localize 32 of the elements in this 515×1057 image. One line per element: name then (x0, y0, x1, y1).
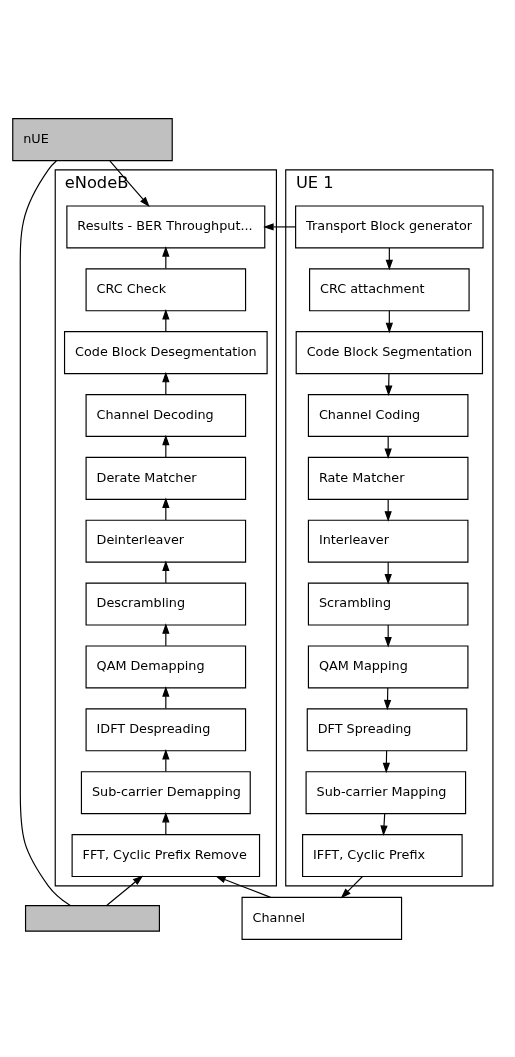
node-box: IDFT Despreading (85, 707, 247, 751)
node-box: Derate Matcher (85, 456, 247, 500)
node-box: Rate Matcher (307, 456, 469, 500)
node-box: Transport Block generator (295, 204, 484, 248)
node-box: FFT, Cyclic Prefix Remove (71, 833, 261, 877)
node-box: Sub-carrier Mapping (305, 770, 467, 814)
node-box: Scrambling (307, 582, 469, 626)
node-box (24, 904, 160, 932)
node-box: Channel Coding (307, 393, 469, 437)
arrow (106, 874, 144, 906)
connector (19, 159, 71, 906)
node-box: CRC attachment (309, 267, 470, 311)
arrow (385, 372, 393, 396)
node-box: Sub-carrier Demapping (80, 770, 251, 814)
node-box: Code Block Segmentation (295, 330, 484, 374)
node-box: Channel (241, 896, 403, 940)
node-box: Channel Decoding (85, 393, 247, 437)
node-box: Interleaver (307, 519, 469, 563)
node-box: DFT Spreading (306, 707, 468, 751)
node-box: IFFT, Cyclic Prefix (302, 833, 463, 877)
node-box: Descrambling (85, 582, 247, 626)
node-box: QAM Demapping (85, 644, 247, 688)
node-box: Code Block Desegmentation (63, 330, 268, 374)
arrow (109, 159, 150, 207)
node-box: QAM Mapping (307, 644, 469, 688)
arrow (340, 875, 364, 898)
node-box: CRC Check (85, 267, 247, 311)
arrow (380, 812, 388, 836)
arrow (263, 222, 297, 231)
node-box: Deinterleaver (85, 519, 247, 563)
node-box: Results - BER Throughput... (66, 204, 266, 248)
node-box: nUE (12, 117, 173, 161)
